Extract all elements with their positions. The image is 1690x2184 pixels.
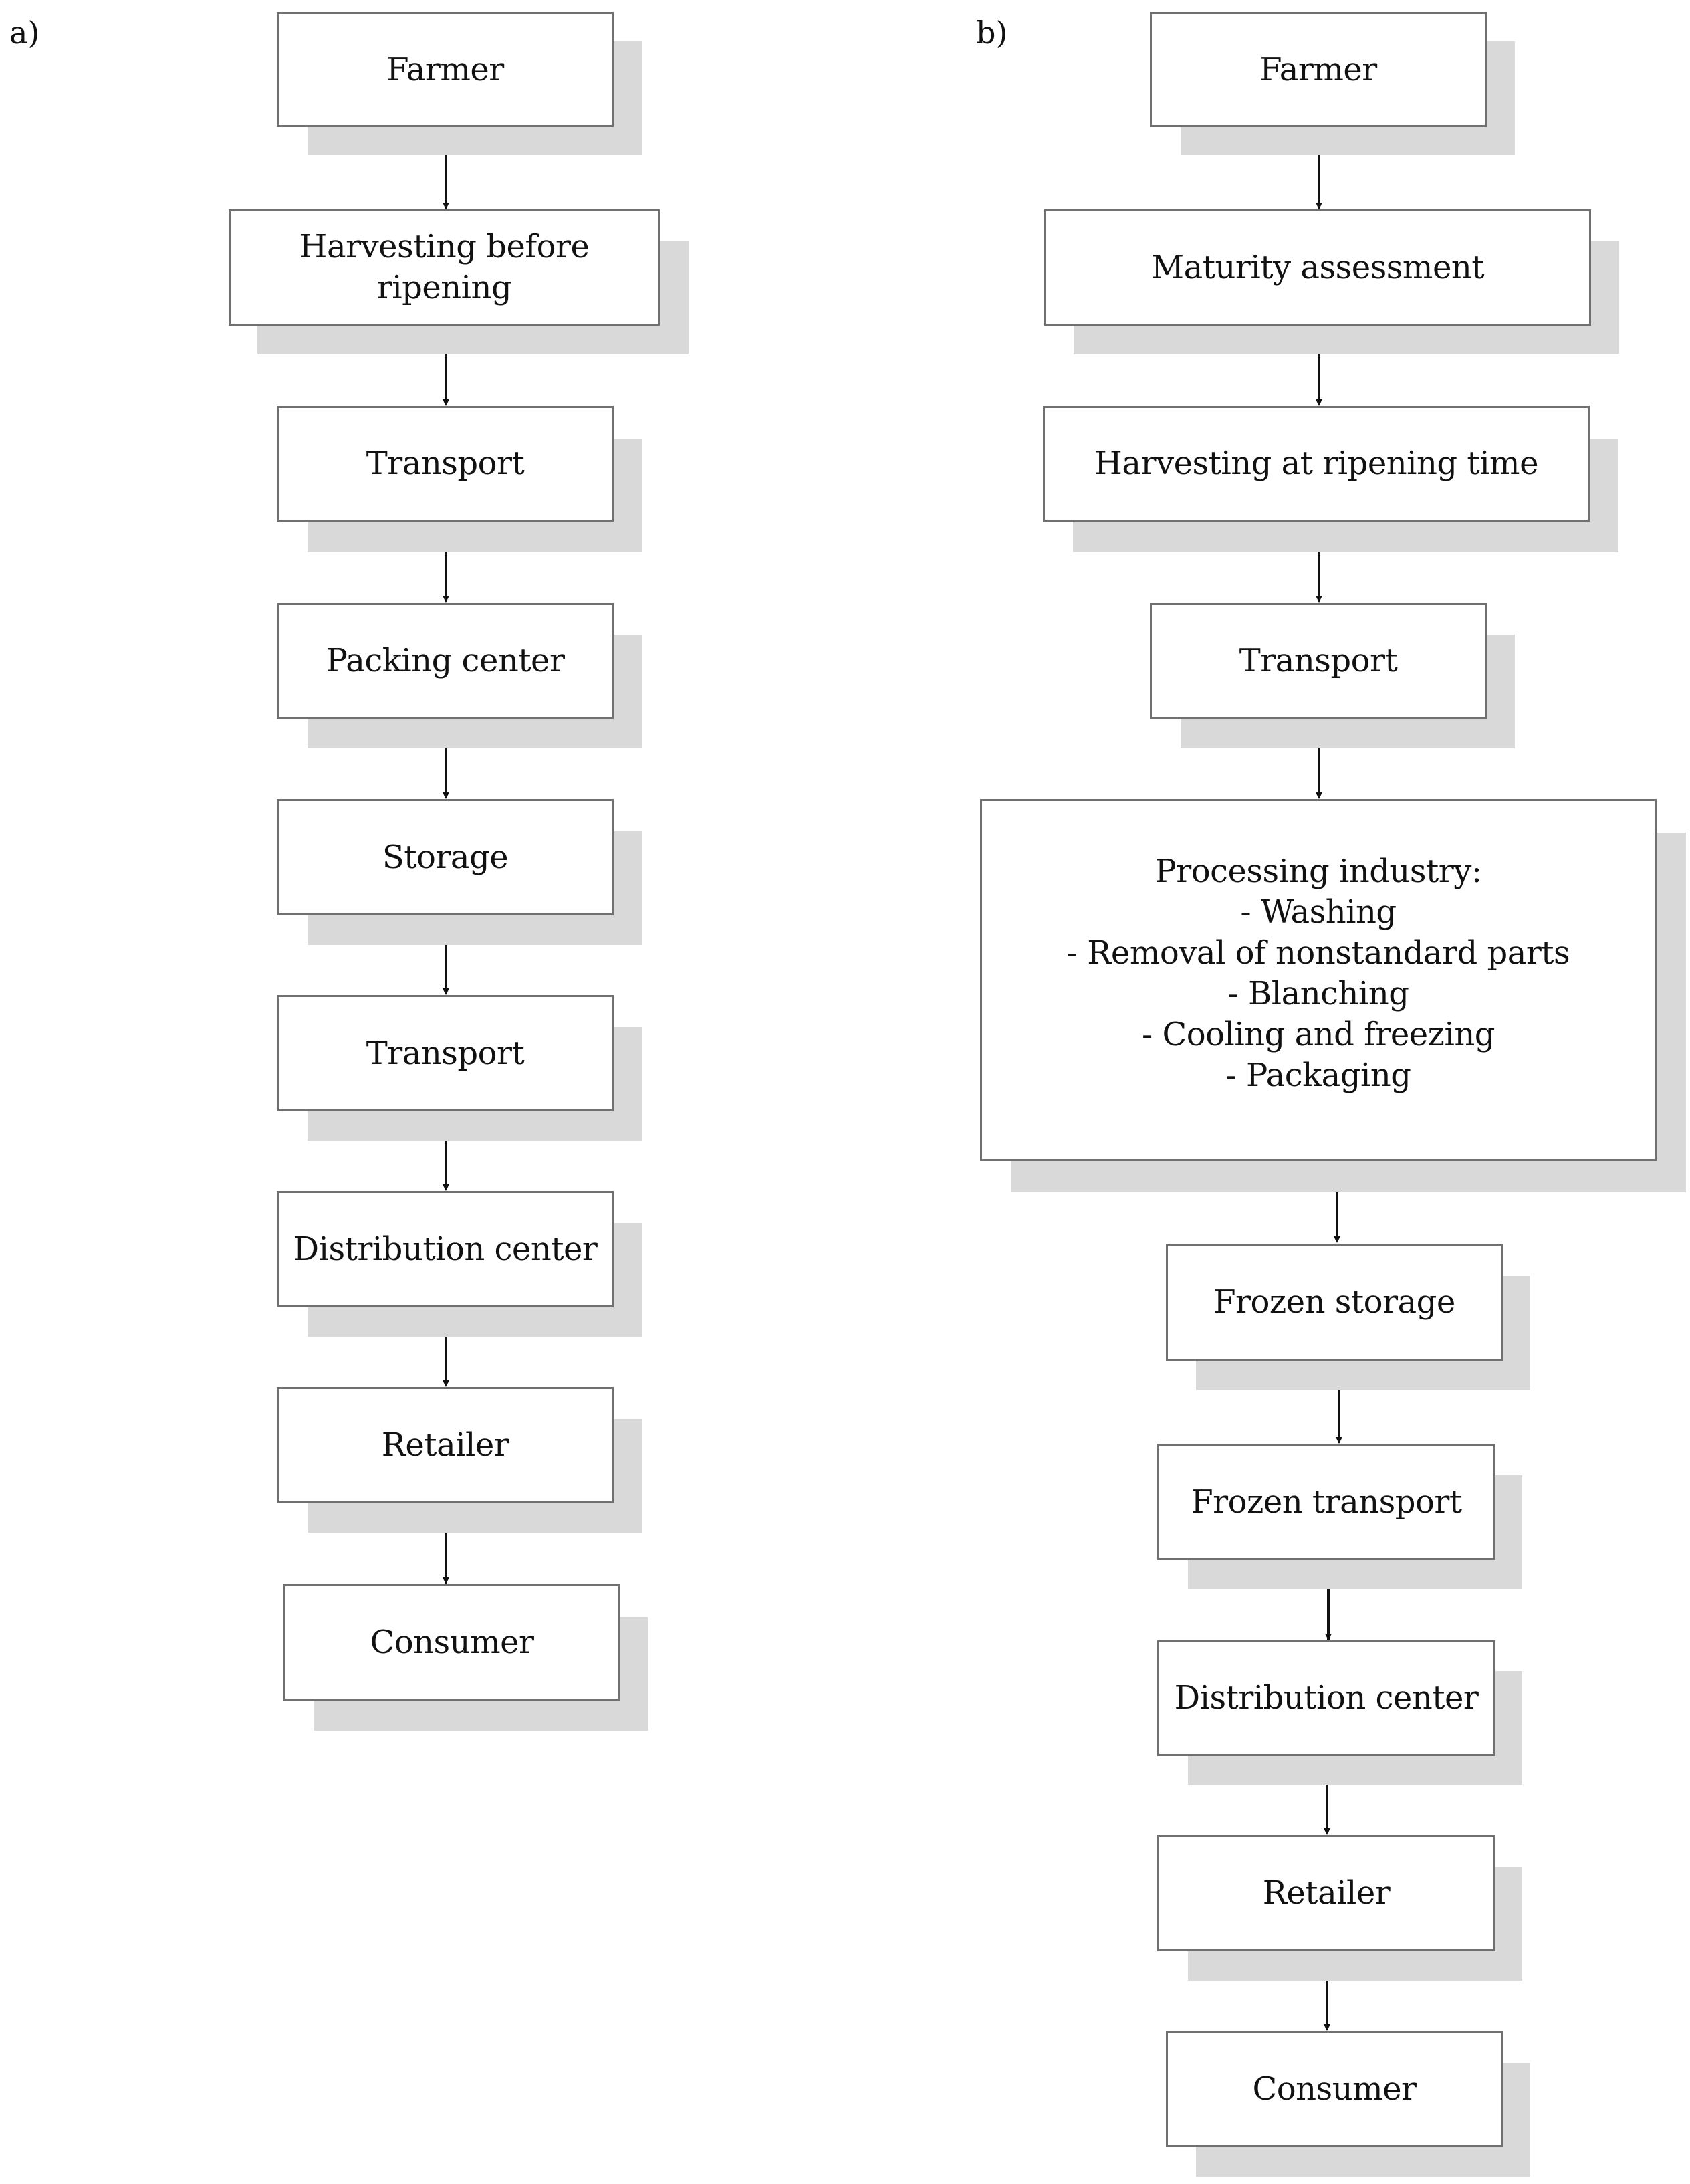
step-label: Frozen transport	[1191, 1483, 1462, 1521]
step-retailer: Retailer	[277, 1387, 614, 1503]
step-label: Harvesting at ripening time	[1094, 445, 1538, 482]
step-transport: Transport	[277, 406, 614, 522]
substep-packaging: - Packaging	[1225, 1056, 1411, 1094]
step-harvesting-at-ripening-time: Harvesting at ripening time	[1043, 406, 1590, 522]
step-label: Transport	[1239, 641, 1398, 679]
step-distribution-center: Distribution center	[1157, 1640, 1495, 1756]
step-transport: Transport	[1150, 603, 1487, 719]
substep-cooling-freezing: - Cooling and freezing	[1142, 1015, 1495, 1053]
step-label: Retailer	[381, 1426, 509, 1464]
substep-washing: - Washing	[1240, 893, 1397, 931]
step-label: Frozen storage	[1213, 1283, 1455, 1321]
step-label: Retailer	[1262, 1874, 1391, 1912]
substep-removal-nonstandard-parts: - Removal of nonstandard parts	[1066, 934, 1570, 972]
step-retailer: Retailer	[1157, 1835, 1495, 1951]
panel-a-label: a)	[9, 15, 40, 51]
step-processing-industry: Processing industry: - Washing - Removal…	[980, 799, 1657, 1161]
step-harvesting-before-ripening: Harvesting before ripening	[229, 209, 660, 326]
step-label: Farmer	[1259, 50, 1377, 88]
step-label: Transport	[366, 1034, 525, 1072]
step-label: Consumer	[370, 1623, 534, 1661]
step-distribution-center: Distribution center	[277, 1191, 614, 1307]
step-frozen-storage: Frozen storage	[1166, 1244, 1503, 1361]
step-label: Distribution center	[293, 1230, 598, 1268]
step-consumer: Consumer	[1166, 2031, 1503, 2147]
step-label: Packing center	[326, 641, 565, 679]
step-consumer: Consumer	[283, 1584, 620, 1701]
processing-text: Processing industry: - Washing - Removal…	[1067, 851, 1570, 1096]
substep-blanching: - Blanching	[1227, 974, 1409, 1012]
step-farmer: Farmer	[277, 12, 614, 127]
processing-title: Processing industry:	[1155, 852, 1482, 890]
step-label: Consumer	[1252, 2070, 1417, 2108]
step-transport-2: Transport	[277, 995, 614, 1111]
step-label: Storage	[382, 838, 509, 876]
step-label: Distribution center	[1174, 1679, 1479, 1717]
panel-b-label: b)	[976, 15, 1008, 51]
step-storage: Storage	[277, 799, 614, 915]
step-label: Maturity assessment	[1151, 248, 1485, 286]
step-label: Transport	[366, 445, 525, 482]
step-maturity-assessment: Maturity assessment	[1044, 209, 1591, 326]
step-packing-center: Packing center	[277, 603, 614, 719]
step-frozen-transport: Frozen transport	[1157, 1444, 1495, 1560]
step-label: Farmer	[386, 50, 504, 88]
step-farmer: Farmer	[1150, 12, 1487, 127]
step-label: Harvesting before ripening	[299, 228, 590, 306]
